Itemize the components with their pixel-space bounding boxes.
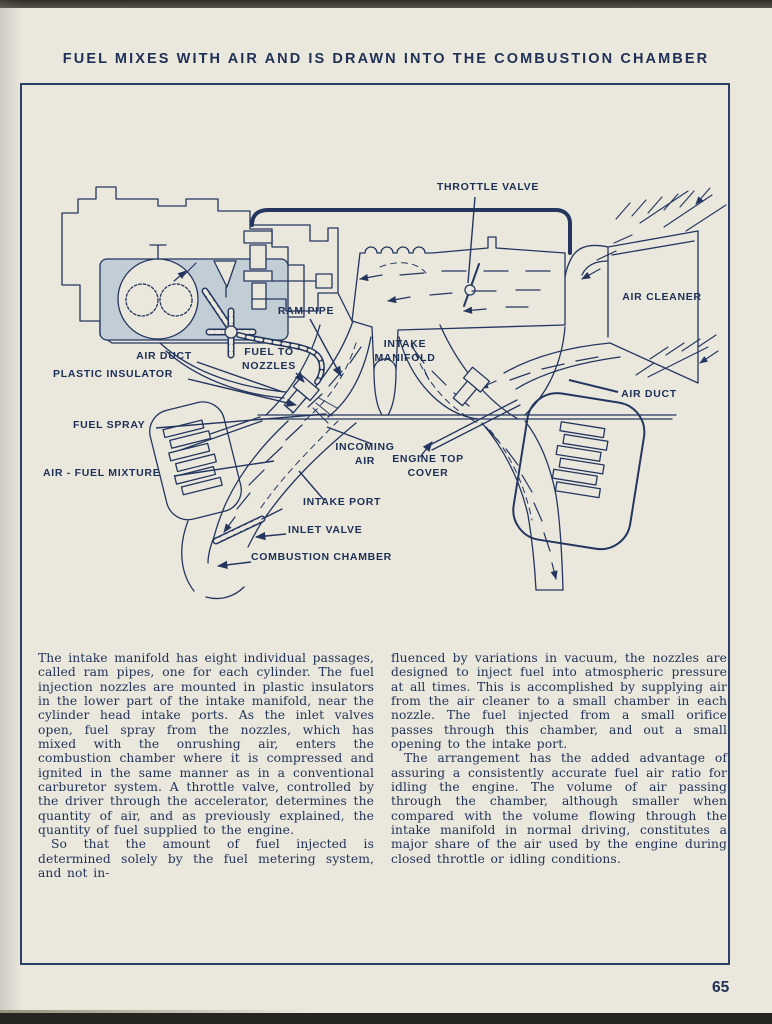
label-engine-top-cover: ENGINE TOP COVER	[392, 453, 464, 479]
label-inlet-valve: INLET VALVE	[288, 524, 363, 536]
fuel-nozzle-right	[452, 366, 491, 407]
rocker-cover-right	[512, 392, 646, 551]
leader-lines	[155, 196, 619, 570]
inlet-valve-part	[181, 508, 283, 600]
page-title: FUEL MIXES WITH AIR AND IS DRAWN INTO TH…	[62, 51, 710, 67]
air-hatch-lower	[635, 334, 719, 378]
scan-edge-left	[0, 0, 22, 1024]
label-air-duct-left: AIR DUCT	[136, 350, 192, 362]
label-fuel-to-nozzles: FUEL TO NOZZLES	[242, 346, 296, 372]
scan-edge-top	[0, 0, 772, 8]
scan-edge-bottom-sliver	[0, 1010, 310, 1014]
engine-front-outline	[251, 224, 353, 322]
air-hatch-top	[615, 187, 727, 232]
fuel-meter	[61, 186, 333, 344]
page-number: 65	[712, 979, 730, 996]
intake-manifold-plenum	[351, 236, 566, 416]
label-intake-port: INTAKE PORT	[303, 496, 382, 508]
flow-arrows	[224, 234, 633, 579]
label-air-cleaner: AIR CLEANER	[622, 291, 702, 303]
label-incoming-air: INCOMING AIR	[335, 441, 395, 467]
throttle-valve-part	[463, 263, 480, 307]
label-air-fuel-mixture: AIR - FUEL MIXTURE	[43, 467, 161, 479]
rocker-cover-left	[149, 401, 242, 521]
paragraph: The arrangement has the added advantage …	[391, 751, 727, 866]
label-fuel-spray: FUEL SPRAY	[73, 419, 146, 431]
paragraph: fluenced by variations in vacuum, the no…	[391, 651, 727, 752]
fuel-line	[250, 208, 572, 255]
label-air-duct-right: AIR DUCT	[621, 388, 677, 400]
label-throttle-valve: THROTTLE VALVE	[436, 181, 540, 193]
content-border-box	[20, 83, 730, 965]
flow-streamlines	[259, 262, 533, 521]
label-plastic-insulator: PLASTIC INSULATOR	[53, 368, 174, 380]
label-ram-pipe: RAM PIPE	[277, 305, 335, 317]
body-text-right-column: fluenced by variations in vacuum, the no…	[391, 651, 727, 866]
scan-edge-bottom	[0, 1013, 772, 1024]
paragraph: So that the amount of fuel injected is d…	[38, 837, 374, 881]
label-combustion-chamber: COMBUSTION CHAMBER	[251, 551, 392, 563]
engine-cutaway-diagram	[61, 186, 727, 600]
fuel-distributor	[201, 287, 325, 385]
body-text-left-column: The intake manifold has eight individual…	[38, 651, 374, 881]
label-intake-manifold: INTAKE MANIFOLD	[374, 338, 436, 364]
air-cleaner-box	[503, 230, 699, 390]
paragraph: The intake manifold has eight individual…	[38, 651, 374, 838]
